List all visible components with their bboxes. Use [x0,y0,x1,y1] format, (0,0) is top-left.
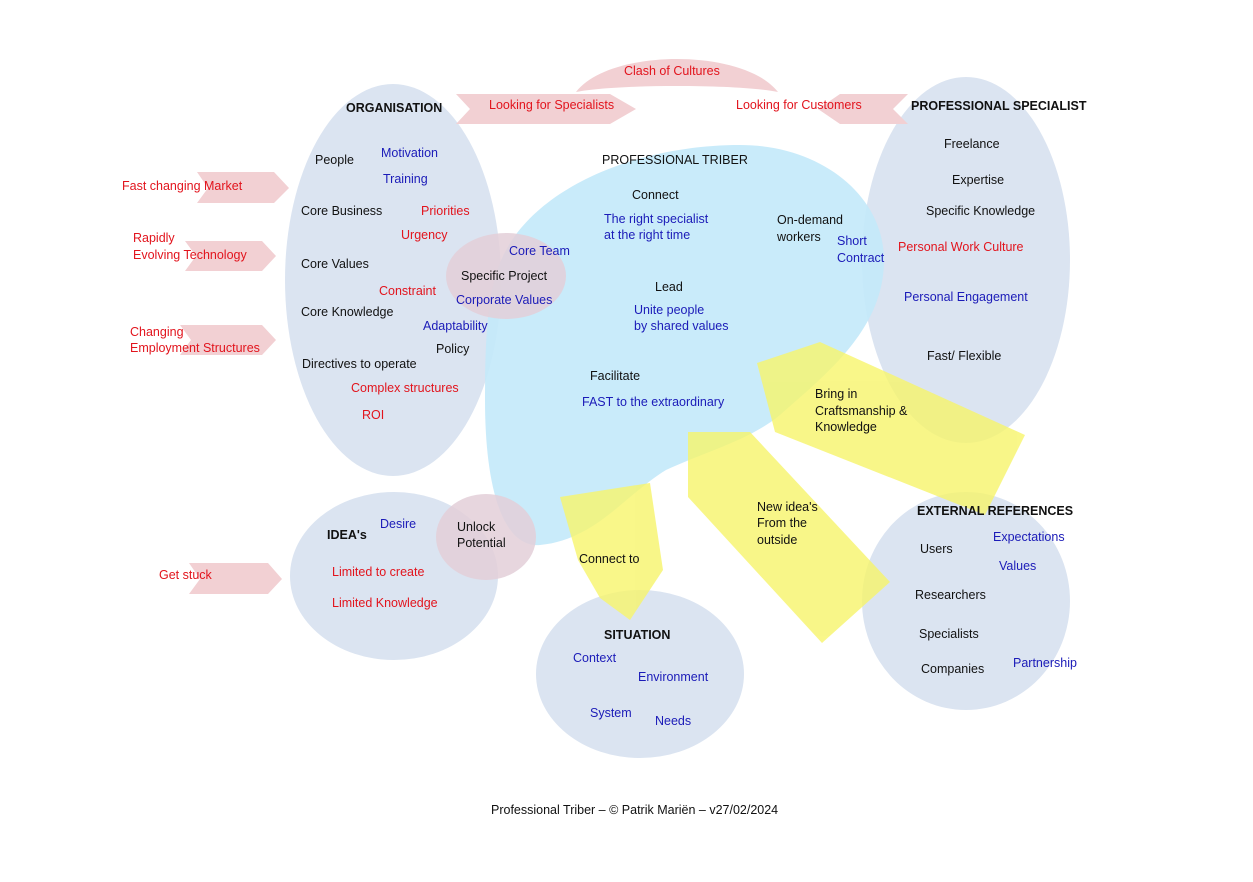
ideas-potential: Potential [457,536,506,550]
arrow-fast-market [197,172,289,203]
labels: Clash of Cultures Looking for Specialist… [122,64,1087,817]
project-corporate-values: Corporate Values [456,293,552,307]
org-training: Training [383,172,428,186]
org-adaptability: Adaptability [423,319,488,333]
unlock-overlap [436,494,536,580]
triber-short: Short [837,234,867,248]
new-ideas-line2: From the [757,516,807,530]
organisation-bubble [285,84,501,476]
arrow-evolving-tech [185,241,276,271]
situation-title: SITUATION [604,628,670,642]
ext-users: Users [920,542,953,556]
connect-to-label: Connect to [579,552,640,566]
ideas-title: IDEA's [327,528,367,542]
triber-blob [485,145,884,546]
new-ideas-line1: New idea's [757,500,818,514]
specialist-title: PROFESSIONAL SPECIALIST [911,99,1087,113]
arrow-new-ideas [688,432,890,643]
triber-lead: Lead [655,280,683,294]
spec-fast-flexible: Fast/ Flexible [927,349,1001,363]
org-complex: Complex structures [351,381,459,395]
triber-contract: Contract [837,251,885,265]
spec-specific-knowledge: Specific Knowledge [926,204,1035,218]
ext-expectations: Expectations [993,530,1065,544]
clash-label: Clash of Cultures [624,64,720,78]
sit-environment: Environment [638,670,709,684]
ext-specialists: Specialists [919,627,979,641]
org-people: People [315,153,354,167]
ext-values: Values [999,559,1036,573]
org-policy: Policy [436,342,470,356]
org-motivation: Motivation [381,146,438,160]
org-core-knowledge: Core Knowledge [301,305,393,319]
org-roi: ROI [362,408,384,422]
rapidly-label: Rapidly [133,231,175,245]
clash-arc [576,59,778,92]
arrow-get-stuck [189,563,282,594]
looking-customers-label: Looking for Customers [736,98,862,112]
arrow-connect-to [560,483,663,620]
spec-freelance: Freelance [944,137,1000,151]
org-directives: Directives to operate [302,357,417,371]
ideas-desire: Desire [380,517,416,531]
triber-title: PROFESSIONAL TRIBER [602,153,748,167]
get-stuck-label: Get stuck [159,568,213,582]
specialist-bubble [862,77,1070,443]
triber-shared-values: by shared values [634,319,729,333]
ideas-limited-knowledge: Limited Knowledge [332,596,438,610]
pink-arrows [180,59,908,594]
bring-in-line3: Knowledge [815,420,877,434]
fast-market-label: Fast changing Market [122,179,243,193]
footer-credit: Professional Triber – © Patrik Mariën – … [491,803,778,817]
ext-companies: Companies [921,662,984,676]
looking-specialists-label: Looking for Specialists [489,98,614,112]
org-core-business: Core Business [301,204,382,218]
bubbles [285,77,1070,758]
arrow-employment [180,325,276,355]
sit-system: System [590,706,632,720]
bring-in-line2: Craftsmanship & [815,404,908,418]
org-core-values: Core Values [301,257,369,271]
employment-label: Employment Structures [130,341,260,355]
spec-expertise: Expertise [952,173,1004,187]
triber-unite: Unite people [634,303,704,317]
triber-connect: Connect [632,188,679,202]
situation-bubble [536,590,744,758]
bring-in-line1: Bring in [815,387,857,401]
organisation-title: ORGANISATION [346,101,442,115]
triber-right-specialist: The right specialist [604,212,709,226]
project-specific: Specific Project [461,269,548,283]
org-priorities: Priorities [421,204,470,218]
spec-work-culture: Personal Work Culture [898,240,1024,254]
spec-engagement: Personal Engagement [904,290,1028,304]
sit-needs: Needs [655,714,691,728]
ideas-unlock: Unlock [457,520,496,534]
external-bubble [862,492,1070,710]
triber-right-time: at the right time [604,228,690,242]
triber-fast: FAST to the extraordinary [582,395,725,409]
project-overlap [446,233,566,319]
evolving-tech-label: Evolving Technology [133,248,247,262]
ideas-limited-create: Limited to create [332,565,424,579]
triber-on-demand: On-demand [777,213,843,227]
new-ideas-line3: outside [757,533,797,547]
arrow-bring-in [757,342,1025,515]
triber-facilitate: Facilitate [590,369,640,383]
arrow-looking-specialists [456,94,636,124]
changing-label: Changing [130,325,184,339]
org-constraint: Constraint [379,284,436,298]
sit-context: Context [573,651,617,665]
external-title: EXTERNAL REFERENCES [917,504,1073,518]
ext-partnership: Partnership [1013,656,1077,670]
project-core-team: Core Team [509,244,570,258]
triber-workers: workers [776,230,821,244]
yellow-arrows [560,342,1025,643]
arrow-looking-customers [818,94,908,124]
org-urgency: Urgency [401,228,448,242]
ext-researchers: Researchers [915,588,986,602]
